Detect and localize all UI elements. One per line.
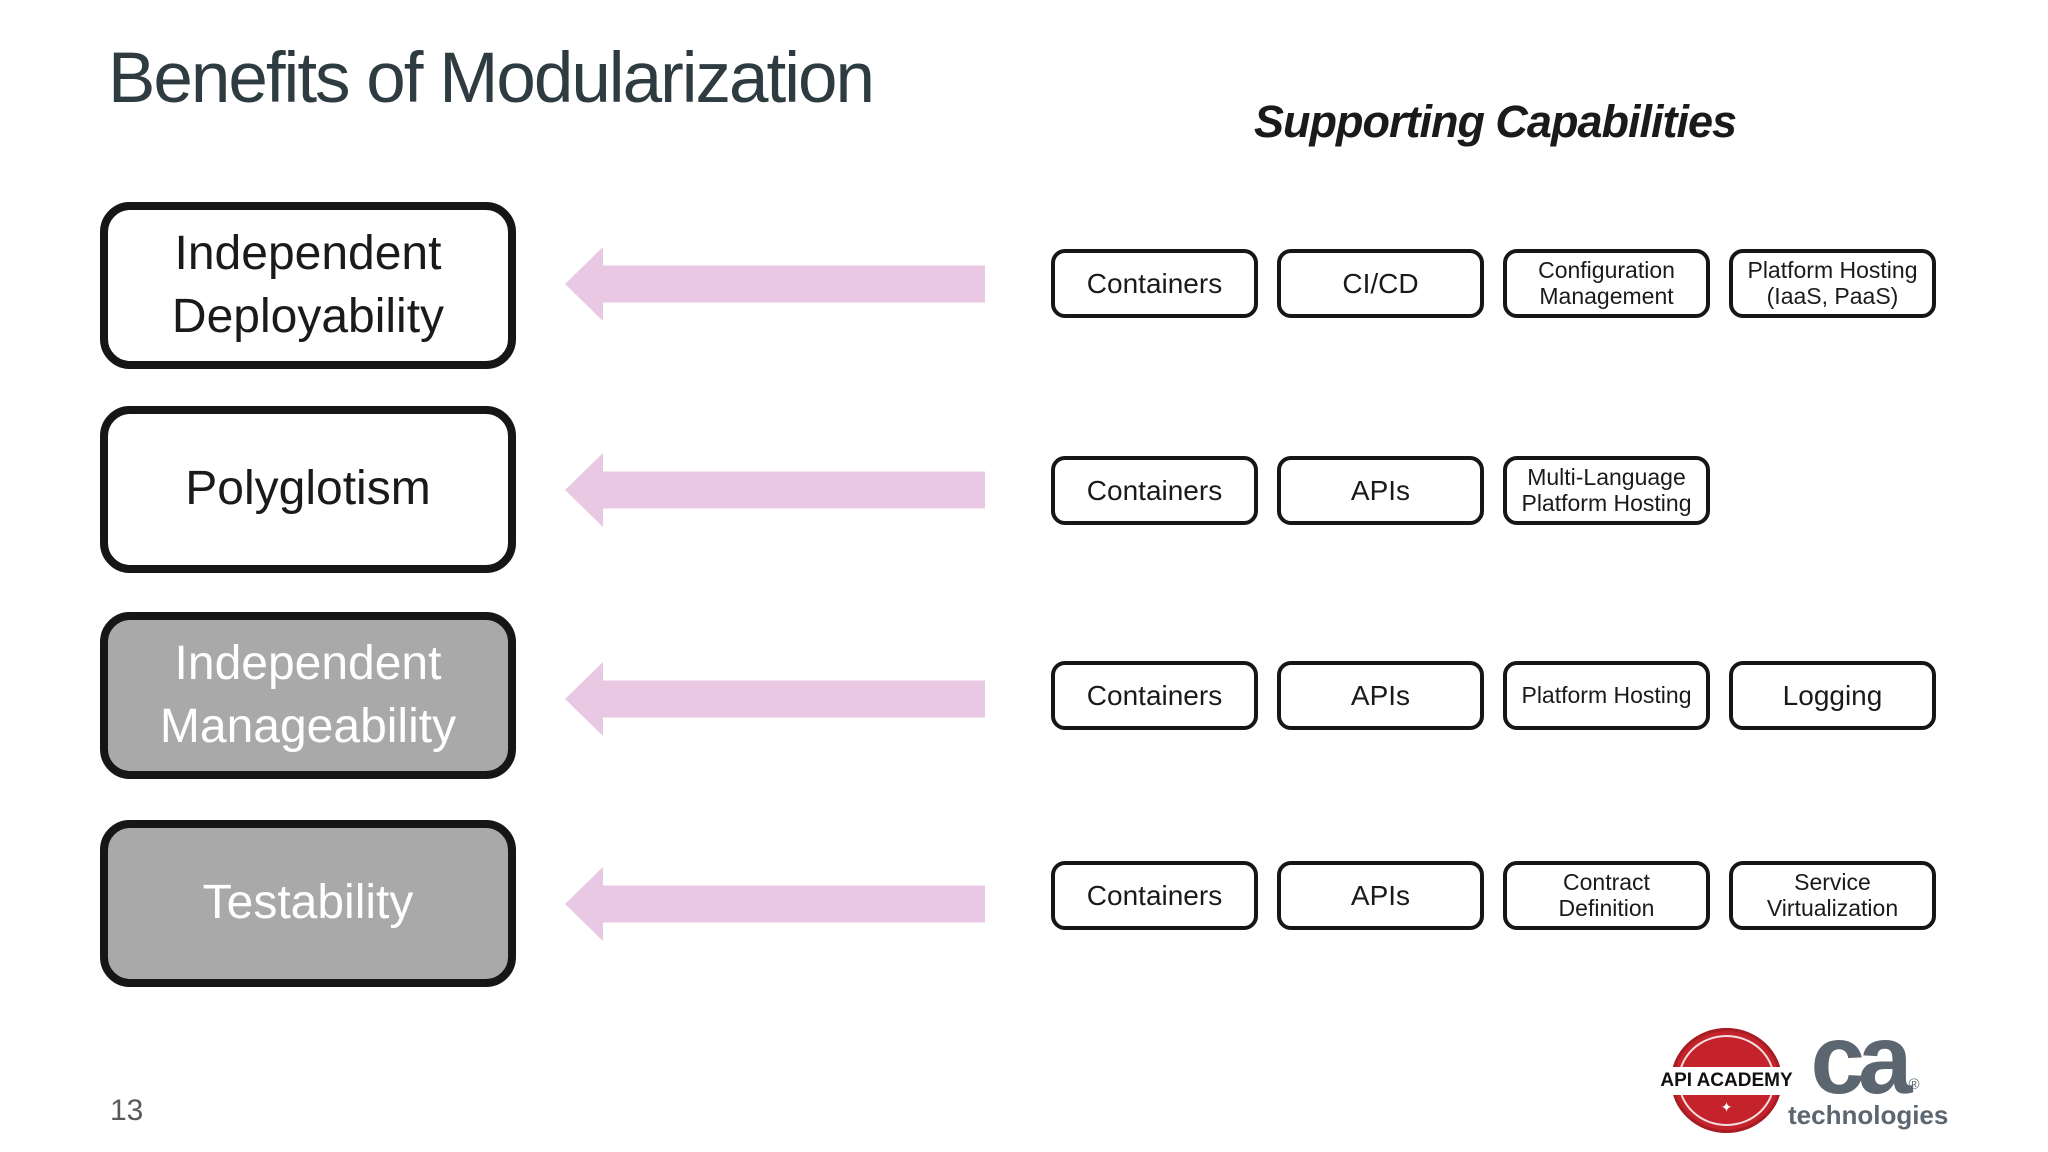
capability-box-containers: Containers — [1051, 249, 1258, 318]
capability-box-multi-language-platform-hosting: Multi-Language Platform Hosting — [1503, 456, 1710, 525]
ca-technologies-logo: ca® technologies — [1788, 1010, 1949, 1131]
left-arrow-icon — [565, 453, 985, 527]
capability-box-logging: Logging — [1729, 661, 1936, 730]
api-academy-logo: API ACADEMY ✦ — [1660, 1028, 1793, 1133]
capability-box-platform-hosting-iaas-paas: Platform Hosting (IaaS, PaaS) — [1729, 249, 1936, 318]
capability-box-containers: Containers — [1051, 456, 1258, 525]
capability-box-apis: APIs — [1277, 456, 1484, 525]
capability-box-service-virtualization: Service Virtualization — [1729, 861, 1936, 930]
ca-letters: ca — [1810, 1004, 1912, 1114]
registered-mark: ® — [1908, 1076, 1920, 1094]
capability-row-independent-manageability: Containers APIs Platform Hosting Logging — [1051, 661, 1936, 730]
benefit-box-independent-deployability: Independent Deployability — [100, 202, 516, 369]
benefit-box-polyglotism: Polyglotism — [100, 406, 516, 573]
capability-row-independent-deployability: Containers CI/CD Configuration Managemen… — [1051, 249, 1936, 318]
capability-box-contract-definition: Contract Definition — [1503, 861, 1710, 930]
left-arrow-icon — [565, 247, 985, 321]
ca-technologies-label: technologies — [1788, 1100, 1949, 1131]
left-arrow-icon — [565, 867, 985, 941]
api-academy-label: API ACADEMY — [1660, 1066, 1793, 1095]
capability-box-platform-hosting: Platform Hosting — [1503, 661, 1710, 730]
left-arrow-icon — [565, 662, 985, 736]
star-icon: ✦ — [1720, 1099, 1733, 1115]
capability-box-cicd: CI/CD — [1277, 249, 1484, 318]
benefit-box-testability: Testability — [100, 820, 516, 987]
capability-box-apis: APIs — [1277, 861, 1484, 930]
page-title: Benefits of Modularization — [108, 39, 875, 118]
capability-row-polyglotism: Containers APIs Multi-Language Platform … — [1051, 456, 1710, 525]
supporting-capabilities-heading: Supporting Capabilities — [1253, 96, 1737, 147]
capability-box-containers: Containers — [1051, 661, 1258, 730]
capability-row-testability: Containers APIs Contract Definition Serv… — [1051, 861, 1936, 930]
ca-mark: ca® — [1810, 1010, 1919, 1108]
capability-box-apis: APIs — [1277, 661, 1484, 730]
capability-box-containers: Containers — [1051, 861, 1258, 930]
benefit-box-independent-manageability: Independent Manageability — [100, 612, 516, 779]
page-number: 13 — [110, 1094, 144, 1127]
capability-box-configuration-management: Configuration Management — [1503, 249, 1710, 318]
